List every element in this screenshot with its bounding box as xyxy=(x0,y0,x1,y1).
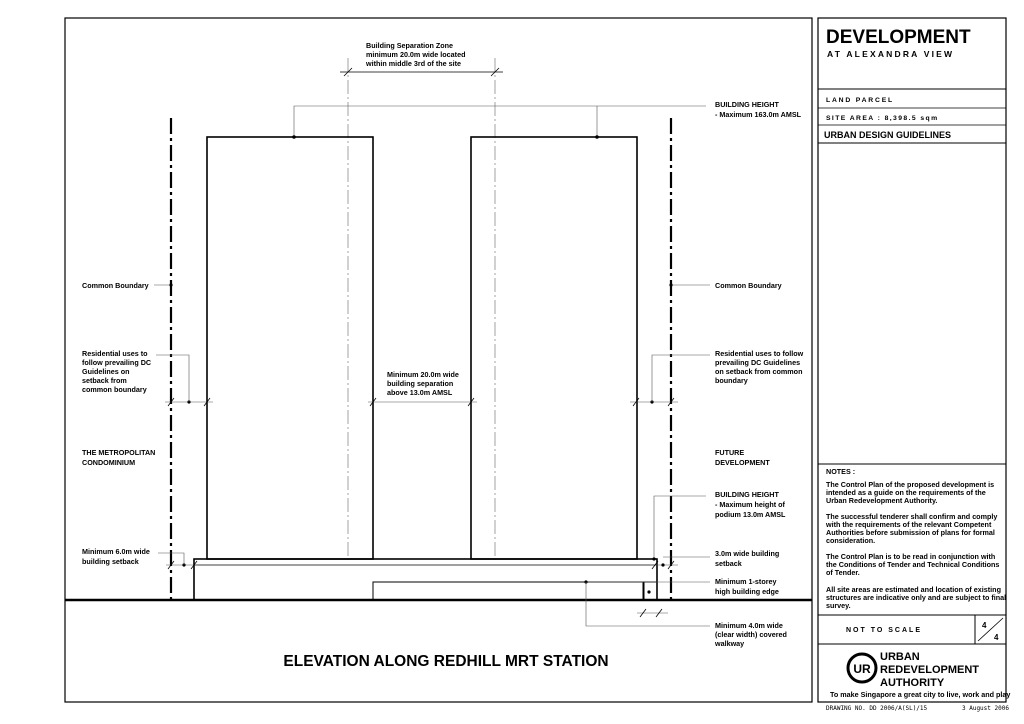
label-setback-3m: 3.0m wide building setback xyxy=(715,549,781,568)
res-tick-r2 xyxy=(667,397,675,407)
site-area: SITE AREA : 8,398.5 sqm xyxy=(826,115,939,122)
label-podium-height: BUILDING HEIGHT - Maximum height of podi… xyxy=(715,490,787,519)
setback6-tick1 xyxy=(167,560,175,570)
ura-logo-line-2: REDEVELOPMENT xyxy=(880,664,979,676)
setback6-tick2 xyxy=(190,560,198,570)
setback3-dot xyxy=(661,563,665,567)
label-min-setback: Minimum 6.0m wide building setback xyxy=(82,547,152,566)
building-edge-block xyxy=(372,581,645,601)
zone-tick-left xyxy=(343,67,353,77)
podium-height-leader xyxy=(653,495,706,559)
walkway-leader xyxy=(585,582,710,627)
note-2: The successful tenderer shall confirm an… xyxy=(825,512,999,545)
notes-heading: NOTES : xyxy=(826,467,855,476)
label-residential-left: Residential uses to follow prevailing DC… xyxy=(82,349,153,394)
label-common-boundary-right: Common Boundary xyxy=(715,281,782,290)
ura-logo-line-1: URBAN xyxy=(880,651,920,663)
title-subheading: AT ALEXANDRA VIEW xyxy=(827,49,954,59)
walkway-tick1 xyxy=(639,608,647,618)
label-residential-right: Residential uses to follow prevailing DC… xyxy=(715,349,805,385)
res-leader-left xyxy=(156,354,190,402)
height-leader xyxy=(293,105,706,137)
height-dot-right xyxy=(595,135,599,139)
not-to-scale: NOT TO SCALE xyxy=(846,627,922,634)
drawing-date: 3 August 2006 xyxy=(962,705,1009,712)
title-block-frame xyxy=(817,17,1007,703)
urban-design-guidelines: URBAN DESIGN GUIDELINES xyxy=(824,130,951,140)
sheet-total: 4 xyxy=(994,633,999,642)
setback3-tick1 xyxy=(651,560,659,570)
note-3: The Control Plan is to be read in conjun… xyxy=(826,552,1001,577)
walkway-marker xyxy=(647,590,651,594)
label-metropolitan: THE METROPOLITAN CONDOMINIUM xyxy=(82,448,157,467)
label-walkway: Minimum 4.0m wide (clear width) covered … xyxy=(714,621,789,648)
res-tick-l2 xyxy=(203,397,211,407)
ura-logo: UR URBAN REDEVELOPMENT AUTHORITY xyxy=(846,651,979,689)
label-future: FUTURE DEVELOPMENT xyxy=(715,448,770,467)
zone-tick-right xyxy=(490,67,500,77)
ura-logo-line-3: AUTHORITY xyxy=(880,677,945,689)
note-1: The Control Plan of the proposed develop… xyxy=(826,480,996,505)
ura-logo-mark: UR xyxy=(853,662,871,676)
label-storey-edge: Minimum 1-storey high building edge xyxy=(715,577,779,596)
title-heading: DEVELOPMENT xyxy=(826,27,971,48)
drawing-title: ELEVATION ALONG REDHILL MRT STATION xyxy=(283,653,608,670)
land-parcel-label: LAND PARCEL xyxy=(826,97,894,104)
res-tick-l1 xyxy=(167,397,175,407)
sep-tick-left xyxy=(369,397,377,407)
boundary-dot-left xyxy=(169,283,173,287)
sheet-number: 4 xyxy=(982,621,987,630)
walkway-tick2 xyxy=(655,608,663,618)
label-separation-zone: Building Separation Zone minimum 20.0m w… xyxy=(365,41,467,68)
ura-logo-icon xyxy=(846,652,878,684)
drawing-number: DRAWING NO. DD 2006/A(SL)/15 xyxy=(826,705,928,712)
ura-tagline: To make Singapore a great city to live, … xyxy=(830,690,1010,699)
label-building-height: BUILDING HEIGHT - Maximum 163.0m AMSL xyxy=(715,100,802,119)
setback6-leader xyxy=(158,552,185,565)
tb-sheet-slash xyxy=(977,617,1004,642)
tower-right xyxy=(470,136,638,560)
setback3-tick2 xyxy=(667,560,675,570)
note-4: All site areas are estimated and locatio… xyxy=(826,585,1008,610)
drawing-frame xyxy=(64,17,813,703)
height-dot-left xyxy=(292,135,296,139)
res-tick-r1 xyxy=(632,397,640,407)
sep-tick-right xyxy=(467,397,475,407)
boundary-dot-right xyxy=(669,283,673,287)
label-common-boundary-left: Common Boundary xyxy=(82,281,149,290)
podium-height-dot xyxy=(652,557,656,561)
res-leader-right xyxy=(651,354,710,402)
label-min-separation: Minimum 20.0m wide building separation a… xyxy=(387,370,461,397)
